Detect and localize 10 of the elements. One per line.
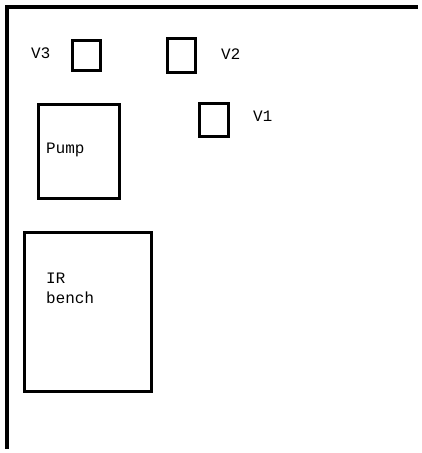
valve-square <box>198 102 230 138</box>
equipment-label: IR bench <box>46 269 96 309</box>
pump-box <box>37 103 121 200</box>
pump-label: Pump <box>46 139 86 159</box>
valve-square <box>71 39 102 72</box>
valve-label: V3 <box>31 44 50 64</box>
valve-label: V2 <box>221 45 240 65</box>
valve-label: V1 <box>253 107 272 127</box>
equipment-box <box>23 231 153 393</box>
valve-square <box>166 37 197 74</box>
